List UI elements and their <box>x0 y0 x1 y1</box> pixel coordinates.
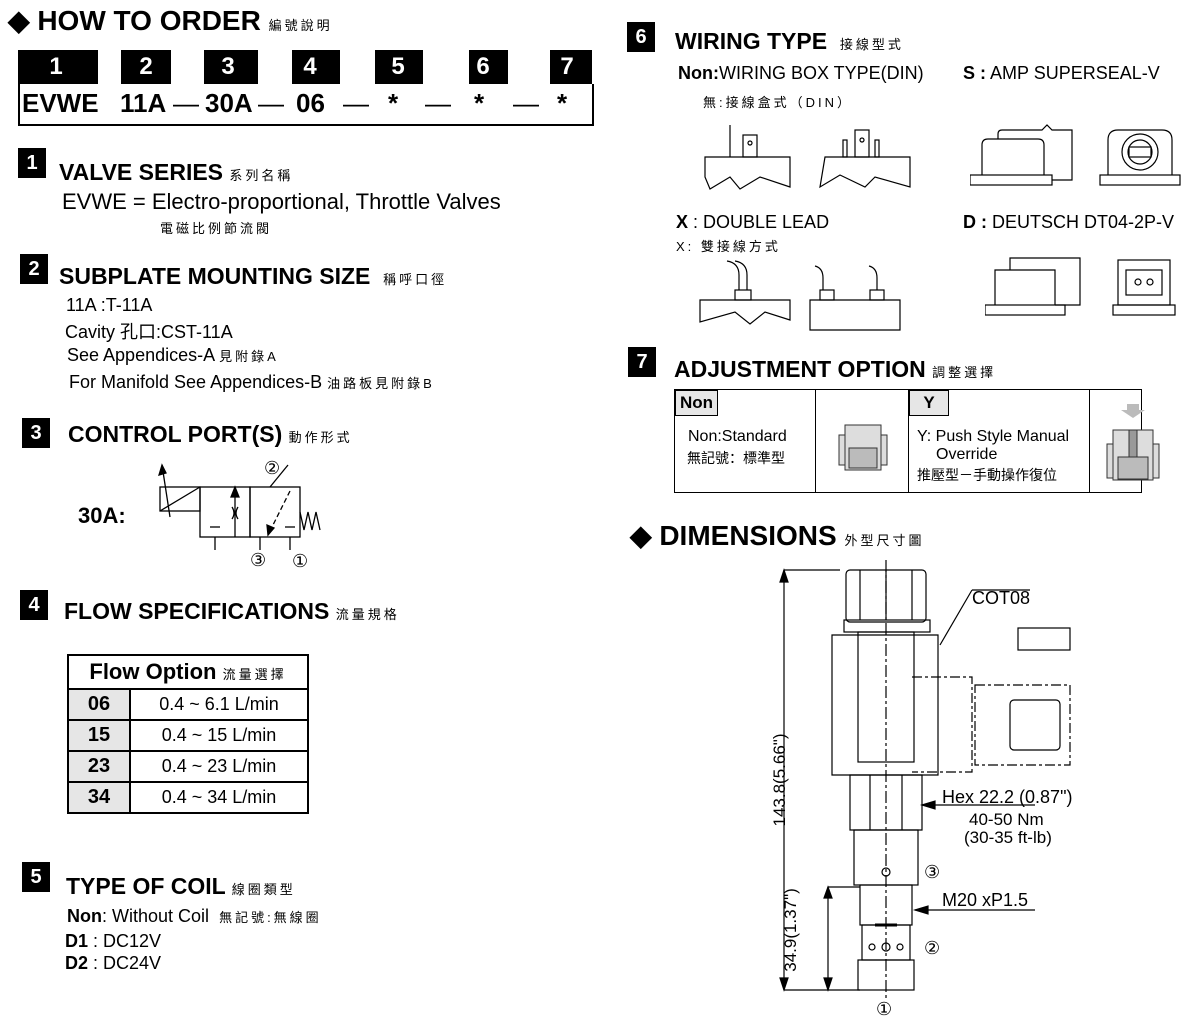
wiring-non-cn: 無:接線盒式（DIN） <box>703 95 854 110</box>
section-number: 6 <box>627 22 655 52</box>
subplate-line: 11A :T-11A <box>66 295 153 315</box>
port-1-label: ① <box>876 999 893 1019</box>
position-7: 7 <box>560 53 574 80</box>
position-2: 2 <box>139 53 153 80</box>
double-lead-drawing <box>699 260 901 331</box>
code-coil: * <box>388 88 399 118</box>
subplate-line: See Appendices-A 見附錄A <box>67 345 279 365</box>
section-number: 3 <box>22 418 50 448</box>
section-number: 4 <box>20 590 48 620</box>
adjust-y-text2: Override <box>936 446 998 463</box>
wiring-x-cn: X: 雙接線方式 <box>676 239 781 254</box>
lower-length-dimension: 34.9(1.37") <box>781 888 800 972</box>
separator: — <box>258 88 284 118</box>
section-number: 1 <box>18 148 46 178</box>
section-title-flow: FLOW SPECIFICATIONS 流量規格 <box>64 598 400 624</box>
position-6: 6 <box>476 53 490 80</box>
wiring-non: Non:WIRING BOX TYPE(DIN) <box>678 63 924 83</box>
order-code: EVWE 11A — 30A — 06 — * — * — * <box>18 84 594 126</box>
torque-ft-label: (30-35 ft-lb) <box>964 828 1052 847</box>
section-title-adjustment: ADJUSTMENT OPTION 調整選擇 <box>674 356 997 382</box>
coil-item: D1 : DC12V <box>65 931 162 951</box>
port-2-label: ② <box>264 458 281 478</box>
position-4: 4 <box>303 53 317 80</box>
wiring-d: D : DEUTSCH DT04-2P-V <box>963 212 1175 232</box>
code-flow: 06 <box>296 88 325 118</box>
overall-length-dimension: 143.8(5.66") <box>770 733 789 827</box>
valve-series-text: EVWE = Electro-proportional, Throttle Va… <box>62 189 501 214</box>
position-5: 5 <box>391 53 405 80</box>
hex-size-label: Hex 22.2 (0.87") <box>942 787 1073 807</box>
coil-item: D2 : DC24V <box>65 953 162 973</box>
wiring-x: X : DOUBLE LEAD <box>676 212 830 232</box>
separator: — <box>513 88 539 118</box>
section-number: 2 <box>20 254 48 284</box>
section-title-control-port: CONTROL PORT(S) 動作形式 <box>68 421 353 447</box>
coil-item: Non: Without Coil 無記號:無線圈 <box>67 906 322 926</box>
superseal-connector-drawing <box>970 124 1181 186</box>
position-3: 3 <box>221 53 235 80</box>
section-title-subplate: SUBPLATE MOUNTING SIZE 稱呼口徑 <box>59 263 448 289</box>
flow-table-header: Flow Option 流量選擇 <box>67 654 309 690</box>
push-override-drawing <box>1106 404 1160 481</box>
section-number: 5 <box>22 862 50 892</box>
code-adjust: * <box>557 88 568 118</box>
port-1-label: ① <box>292 551 309 571</box>
port-3-label: ③ <box>250 550 267 570</box>
code-series: EVWE <box>22 88 99 118</box>
din-connector-drawing <box>704 125 911 190</box>
heading-cn: 編號說明 <box>268 18 333 33</box>
diamond-icon: ◆ <box>630 520 652 551</box>
separator: — <box>425 88 451 118</box>
order-code-positions: 1 2 3 4 5 6 7 <box>18 50 592 84</box>
separator: — <box>173 88 199 118</box>
how-to-order-heading: ◆ HOW TO ORDER 編號說明 <box>8 4 333 37</box>
heading-text: HOW TO ORDER <box>37 5 261 36</box>
adjust-y-cn: 推壓型－手動操作復位 <box>917 467 1057 483</box>
deutsch-connector-drawing <box>985 257 1176 316</box>
section-title-valve-series: VALVE SERIES 系列名稱 <box>59 159 294 185</box>
section-title-coil: TYPE OF COIL 線圈類型 <box>66 873 296 899</box>
valve-series-cn: 電磁比例節流閥 <box>160 221 273 236</box>
adjust-non-text: Non:Standard <box>688 428 787 445</box>
valve-dimension-drawing <box>779 560 1071 1000</box>
adjust-y-tag: Y <box>909 390 949 416</box>
subplate-line: Cavity 孔口:CST-11A <box>65 322 233 342</box>
section-number: 7 <box>628 347 656 377</box>
adjust-non-cn: 無記號：標準型 <box>687 450 785 466</box>
torque-label: 40-50 Nm <box>969 810 1044 829</box>
coil-label: COT08 <box>972 588 1031 608</box>
subplate-line: For Manifold See Appendices-B 油路板見附錄B <box>69 372 435 392</box>
adjustment-option-table: Non Y Non:Standard 無記號：標準型 Y: Push Style… <box>674 389 1160 493</box>
port-3-label: ③ <box>924 862 941 882</box>
hydraulic-symbol-diagram <box>158 463 321 550</box>
wiring-s: S : AMP SUPERSEAL-V <box>963 63 1160 83</box>
dimensions-heading: ◆ DIMENSIONS 外型尺寸圖 <box>630 520 925 551</box>
position-1: 1 <box>49 53 63 80</box>
standard-adjust-drawing <box>838 424 888 471</box>
adjust-y-text: Y: Push Style Manual <box>917 428 1070 445</box>
code-wiring: * <box>474 88 485 118</box>
code-control: 30A <box>205 88 253 118</box>
adjust-non-tag: Non <box>675 390 719 416</box>
separator: — <box>343 88 369 118</box>
control-port-label: 30A: <box>78 503 126 528</box>
port-2-label: ② <box>924 938 941 958</box>
code-size: 11A <box>120 88 167 118</box>
diamond-icon: ◆ <box>8 5 30 36</box>
thread-label: M20 xP1.5 <box>942 890 1029 910</box>
section-title-wiring: WIRING TYPE 接線型式 <box>675 28 904 54</box>
